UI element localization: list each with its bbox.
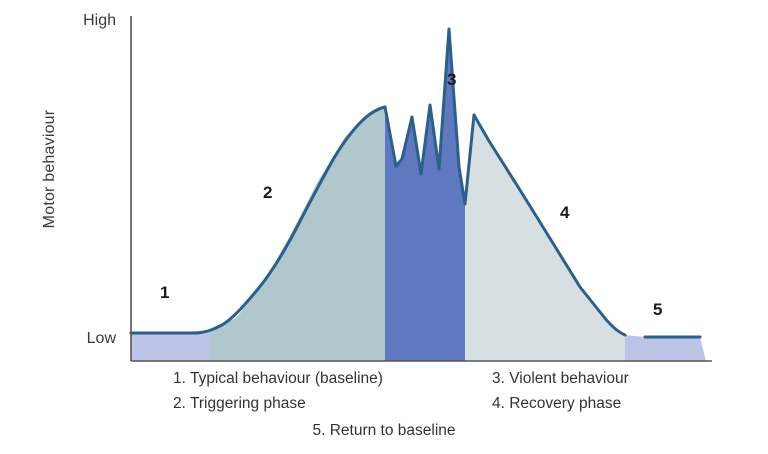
y-axis-title: Motor behaviour [41, 109, 58, 229]
legend-item-1: 1. Typical behaviour (baseline) [173, 370, 383, 387]
phase-band-3-violent-behaviour [385, 29, 465, 361]
phase-annotation-3: 3 [447, 70, 457, 89]
phase-band-2-triggering-phase [210, 108, 385, 361]
legend-column-right: 3. Violent behaviour 4. Recovery phase [492, 366, 629, 416]
curve-segment-triggering-rise [195, 105, 387, 335]
phase-bands [131, 29, 706, 361]
phase-annotation-4: 4 [560, 203, 570, 222]
legend-column-center: 5. Return to baseline [0, 418, 768, 443]
phase-band-4-recovery-phase [465, 116, 625, 361]
phase-annotation-2: 2 [263, 183, 273, 202]
legend-column-left: 1. Typical behaviour (baseline) 2. Trigg… [173, 366, 383, 416]
legend-item-2: 2. Triggering phase [173, 395, 306, 412]
curve-segment-violent-spikes [383, 27, 476, 206]
y-tick-label-low: Low [86, 330, 116, 347]
phase-annotation-1: 1 [160, 283, 170, 302]
phase-band-5-return-to-baseline [625, 335, 706, 361]
phase-band-1-typical-behaviour [131, 330, 210, 361]
legend-item-3: 3. Violent behaviour [492, 370, 629, 387]
phase-annotation-5: 5 [653, 300, 663, 319]
chart-legend: 1. Typical behaviour (baseline) 2. Trigg… [0, 366, 768, 439]
legend-item-4: 4. Recovery phase [492, 395, 622, 412]
curve-segment-recovery-decline [472, 113, 627, 337]
legend-item-5: 5. Return to baseline [312, 422, 456, 439]
y-tick-label-high: High [83, 12, 116, 29]
